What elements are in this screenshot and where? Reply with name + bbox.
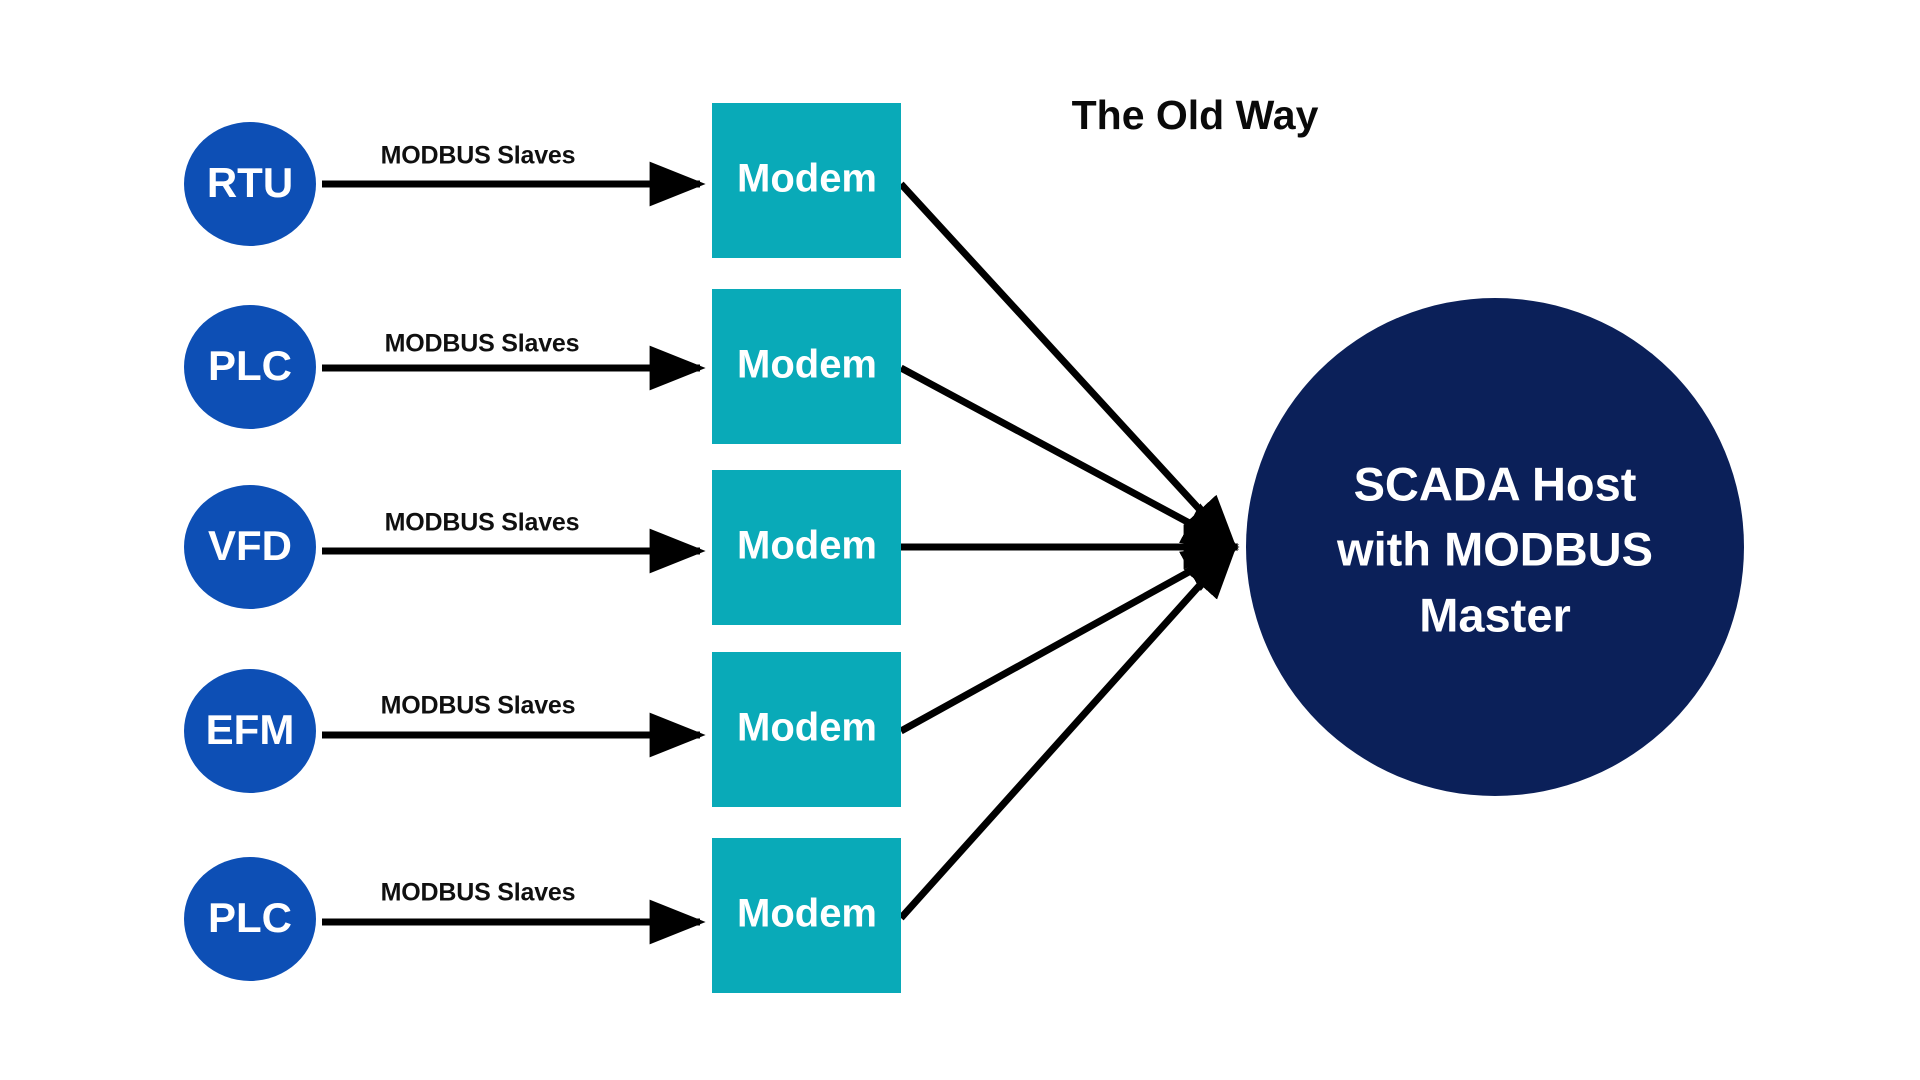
modem-node-2[interactable] <box>712 289 901 444</box>
row-1-group: RTU MODBUS Slaves Modem <box>184 103 901 258</box>
scada-host-label-line2: with MODBUS <box>1336 522 1653 575</box>
device-node-vfd[interactable] <box>184 485 316 609</box>
device-node-plc-2-label: PLC <box>208 894 292 941</box>
modem-node-3-label: Modem <box>737 524 877 568</box>
modem-node-1[interactable] <box>712 103 901 258</box>
scada-host-label-line3: Master <box>1419 588 1571 641</box>
row-3-group: VFD MODBUS Slaves Modem <box>184 470 901 625</box>
modem-node-5[interactable] <box>712 838 901 993</box>
device-node-plc-1[interactable] <box>184 305 316 429</box>
row-5-group: PLC MODBUS Slaves Modem <box>184 838 901 993</box>
device-node-efm-label: EFM <box>206 706 295 753</box>
row-2-group: PLC MODBUS Slaves Modem <box>184 289 901 444</box>
modem-node-4-label: Modem <box>737 706 877 750</box>
scada-host-label-line1: SCADA Host <box>1354 457 1637 510</box>
device-node-plc-1-label: PLC <box>208 342 292 389</box>
device-node-plc-2[interactable] <box>184 857 316 981</box>
edge-label-rtu: MODBUS Slaves <box>381 142 576 170</box>
edge-label-plc-1: MODBUS Slaves <box>385 330 580 358</box>
connector-modem5-to-scada <box>898 542 1238 921</box>
diagram-title: The Old Way <box>1072 92 1319 138</box>
connector-modem1-to-scada <box>898 181 1238 552</box>
connector-modem4-to-scada <box>899 543 1239 735</box>
device-node-rtu-label: RTU <box>207 159 293 206</box>
device-node-vfd-label: VFD <box>208 522 292 569</box>
edge-label-plc-2: MODBUS Slaves <box>381 879 576 907</box>
scada-host-group: SCADA Host with MODBUS Master <box>1246 298 1744 796</box>
modem-node-2-label: Modem <box>737 343 877 387</box>
device-node-rtu[interactable] <box>184 122 316 246</box>
edge-label-efm: MODBUS Slaves <box>381 692 576 720</box>
modem-node-3[interactable] <box>712 470 901 625</box>
connector-modem2-to-scada <box>899 364 1239 551</box>
device-node-efm[interactable] <box>184 669 316 793</box>
modem-node-1-label: Modem <box>737 157 877 201</box>
row-4-group: EFM MODBUS Slaves Modem <box>184 652 901 807</box>
edge-label-vfd: MODBUS Slaves <box>385 509 580 537</box>
modem-node-5-label: Modem <box>737 892 877 936</box>
modem-node-4[interactable] <box>712 652 901 807</box>
fan-in-connector-group <box>898 181 1240 921</box>
scada-host-node[interactable] <box>1246 298 1744 796</box>
